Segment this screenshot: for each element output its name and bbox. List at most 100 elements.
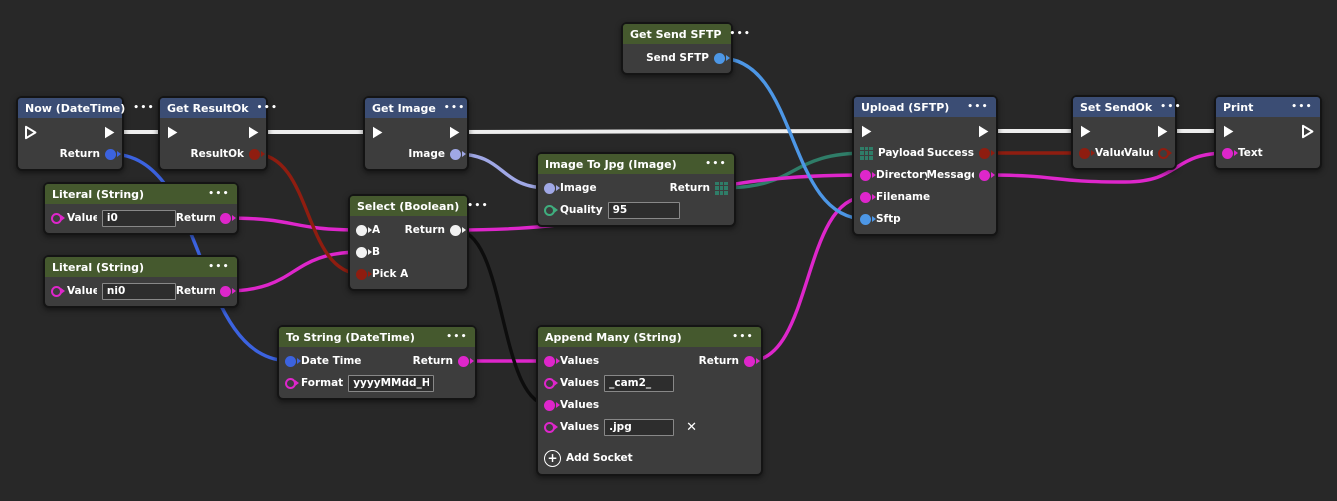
node-header[interactable]: Literal (String)••• [45, 184, 237, 204]
exec-out-pin[interactable] [448, 125, 461, 140]
exec-in-pin[interactable] [1079, 124, 1092, 139]
socket-ret[interactable] [450, 224, 461, 236]
node-header[interactable]: Print••• [1216, 97, 1320, 117]
socket-directory[interactable] [860, 169, 871, 181]
node-literal1[interactable]: Literal (String)•••ValueReturn [43, 182, 239, 235]
node-header[interactable]: Upload (SFTP)••• [854, 97, 996, 117]
node-menu-icon[interactable]: ••• [732, 331, 754, 342]
value-input[interactable] [604, 418, 675, 436]
value-input[interactable] [348, 374, 435, 392]
node-menu-icon[interactable]: ••• [729, 28, 752, 39]
node-header[interactable]: To String (DateTime)••• [279, 327, 475, 347]
wire-literal1.ret-to-select.a[interactable] [223, 216, 364, 232]
node-print[interactable]: Print•••Text [1214, 95, 1322, 170]
socket-values3[interactable] [544, 399, 555, 411]
exec-in-pin[interactable] [1222, 124, 1235, 139]
node-menu-icon[interactable]: ••• [133, 102, 156, 113]
exec-out-pin[interactable] [1156, 124, 1169, 139]
node-menu-icon[interactable]: ••• [705, 158, 727, 169]
exec-out-pin[interactable] [977, 124, 990, 139]
socket-ret[interactable] [714, 52, 725, 64]
node-header[interactable]: Get Send SFTP••• [623, 24, 750, 44]
socket-ret[interactable] [458, 355, 469, 367]
add-socket-plus-icon[interactable]: + [544, 449, 561, 467]
socket-value[interactable] [51, 285, 62, 297]
socket-text[interactable] [1222, 147, 1233, 159]
socket-value_in[interactable] [1079, 147, 1090, 159]
node-header[interactable]: Get ResultOk••• [160, 98, 277, 118]
node-menu-icon[interactable]: ••• [1160, 101, 1182, 112]
wire-upload.message-to-print.text[interactable] [982, 151, 1230, 184]
wire-resultok.ret-to-select.picka[interactable] [252, 152, 364, 276]
socket-ret[interactable] [249, 148, 260, 160]
node-menu-icon[interactable]: ••• [1291, 101, 1313, 112]
node-menu-icon[interactable]: ••• [208, 261, 230, 272]
wire-select.ret-to-appendmany.values3[interactable] [453, 228, 552, 407]
node-resultok[interactable]: Get ResultOk•••ResultOk [158, 96, 277, 171]
node-menu-icon[interactable]: ••• [467, 200, 490, 211]
byte-array-socket-icon[interactable] [715, 181, 728, 195]
add-socket-button[interactable]: +Add Socket [544, 449, 633, 467]
wire-getimage.ret-to-imagetojpg.image[interactable] [453, 152, 552, 190]
node-menu-icon[interactable]: ••• [443, 102, 466, 113]
socket-quality[interactable] [544, 204, 555, 216]
socket-ret[interactable] [450, 148, 461, 160]
wire-getsendsftp.ret-to-upload.sftp[interactable] [717, 56, 868, 221]
node-now[interactable]: Now (DateTime)•••Return [16, 96, 154, 171]
node-literal2[interactable]: Literal (String)•••ValueReturn [43, 255, 239, 308]
value-input[interactable] [101, 282, 176, 300]
node-setsendok[interactable]: Set SendOk•••ValueValue [1071, 95, 1181, 170]
socket-filename[interactable] [860, 191, 871, 203]
node-menu-icon[interactable]: ••• [256, 102, 279, 113]
socket-value_out[interactable] [1158, 147, 1169, 159]
node-header[interactable]: Select (Boolean)••• [350, 196, 488, 216]
exec-in-pin[interactable] [24, 125, 37, 140]
node-getimage[interactable]: Get Image•••Image [363, 96, 469, 171]
socket-image[interactable] [544, 182, 555, 194]
socket-datetime[interactable] [285, 355, 296, 367]
node-getsendsftp[interactable]: Get Send SFTP•••Send SFTP [621, 22, 750, 75]
socket-ret[interactable] [105, 148, 116, 160]
node-header[interactable]: Literal (String)••• [45, 257, 237, 277]
value-input[interactable] [604, 374, 675, 392]
socket-ret[interactable] [220, 212, 231, 224]
wire-getimage.exec_out-to-upload.exec_in[interactable] [452, 129, 869, 134]
socket-format[interactable] [285, 377, 296, 389]
exec-out-pin[interactable] [1301, 124, 1314, 139]
socket-ret[interactable] [744, 355, 755, 367]
socket-success[interactable] [979, 147, 990, 159]
socket-value[interactable] [51, 212, 62, 224]
value-input[interactable] [607, 201, 680, 219]
socket-values2[interactable] [544, 377, 555, 389]
exec-out-pin[interactable] [247, 125, 260, 140]
node-menu-icon[interactable]: ••• [446, 331, 468, 342]
socket-a[interactable] [356, 224, 367, 236]
socket-values4[interactable] [544, 421, 555, 433]
node-header[interactable]: Image To Jpg (Image)••• [538, 154, 734, 174]
wire-appendmany.ret-to-upload.filename[interactable] [747, 195, 868, 363]
socket-message[interactable] [979, 169, 990, 181]
exec-in-pin[interactable] [860, 124, 873, 139]
wire-imagetojpg.ret-to-upload.payload[interactable] [719, 151, 869, 190]
exec-in-pin[interactable] [166, 125, 179, 140]
node-menu-icon[interactable]: ••• [208, 188, 230, 199]
wire-literal2.ret-to-select.b[interactable] [223, 250, 364, 293]
value-input[interactable] [101, 209, 176, 227]
exec-in-pin[interactable] [371, 125, 384, 140]
delete-socket-button[interactable]: ✕ [686, 419, 697, 435]
socket-b[interactable] [356, 246, 367, 258]
byte-array-socket-icon[interactable] [860, 146, 873, 160]
socket-values1[interactable] [544, 355, 555, 367]
node-header[interactable]: Append Many (String)••• [538, 327, 761, 347]
socket-ret[interactable] [220, 285, 231, 297]
socket-picka[interactable] [356, 268, 367, 280]
node-menu-icon[interactable]: ••• [967, 101, 989, 112]
socket-sftp[interactable] [860, 213, 871, 225]
node-header[interactable]: Get Image••• [365, 98, 467, 118]
